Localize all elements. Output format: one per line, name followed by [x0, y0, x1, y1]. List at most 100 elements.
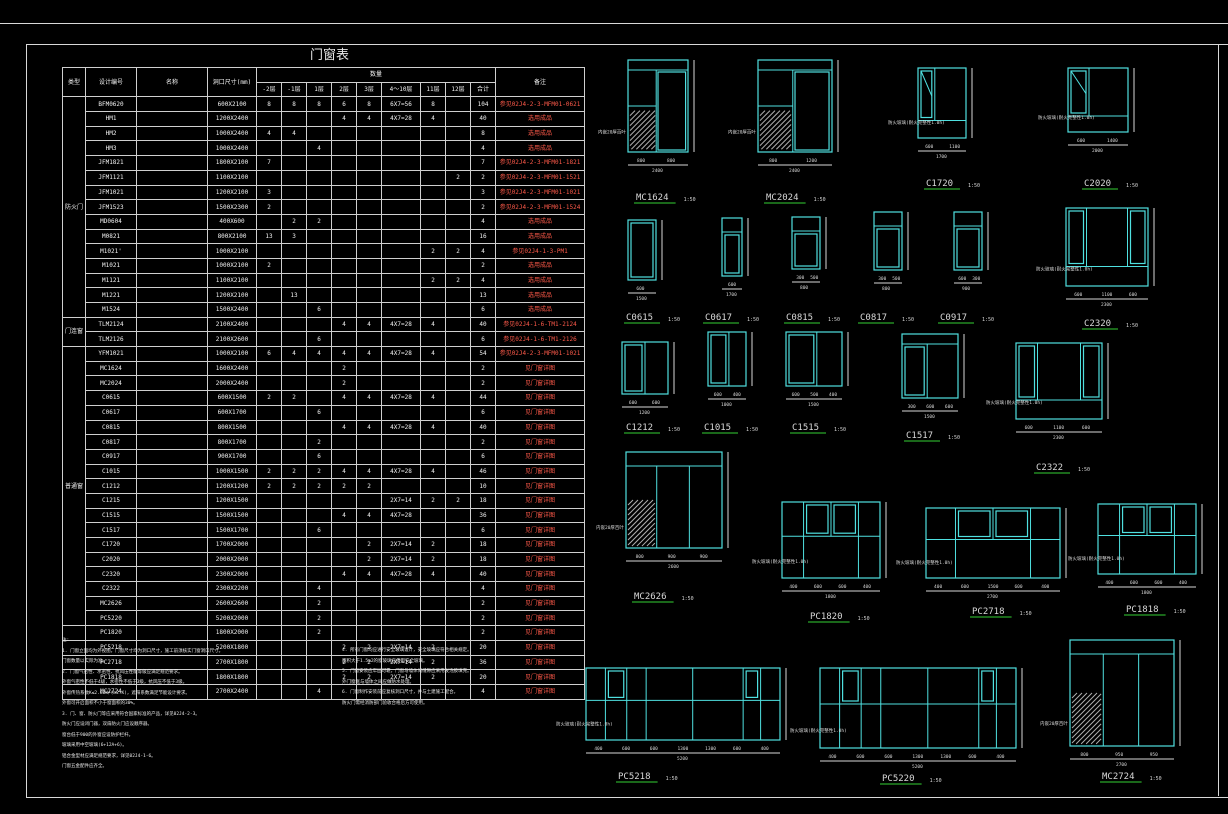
table-cell: 1100X2100 — [207, 272, 258, 289]
dim-label: 800 — [667, 158, 675, 164]
note-line: 防火门应设闭门器，双扇防火门应设顺序器。 — [62, 722, 152, 727]
note-line: 门窗五金配件应齐全。 — [62, 764, 107, 769]
table-cell: 4 — [420, 346, 447, 362]
window-outline — [625, 451, 723, 549]
note-line: 窗台低于900的外窗应设防护栏杆。 — [62, 732, 134, 738]
dim-label: 600 — [652, 400, 660, 406]
window-outline — [1069, 639, 1175, 747]
dim-label: 1100 — [1053, 425, 1064, 431]
hatch-line — [759, 110, 781, 131]
dim-label: 600 — [733, 746, 741, 752]
hatch-line — [1071, 713, 1102, 744]
elevation-code: MC2024 — [766, 193, 799, 203]
table-cell: 600X2100 — [207, 96, 258, 113]
hatch-line — [1071, 703, 1102, 734]
table-cell: C1015 — [85, 463, 138, 480]
table-cell: 1000X1500 — [207, 463, 258, 480]
table-cell: 54 — [470, 346, 497, 362]
hatch-line — [771, 129, 792, 150]
hatch-line — [627, 507, 656, 536]
window-outline — [873, 211, 903, 271]
dim-label: 600 — [1130, 580, 1138, 586]
dim-label: 500 — [810, 392, 818, 398]
table-cell: 2100X2600 — [207, 331, 258, 348]
window-outline — [791, 216, 821, 270]
sash — [745, 670, 759, 698]
window-outline — [721, 217, 743, 277]
table-cell: TLM2126 — [85, 331, 138, 348]
elevation-scale: 1:50 — [834, 427, 846, 433]
dim-label: 800 — [637, 158, 645, 164]
table-cell: 1200X2100 — [207, 287, 258, 303]
table-cell: 参见02J4-2-3-MFM01-0621 — [495, 96, 586, 113]
sash — [1070, 70, 1087, 114]
table-cell: 8 — [306, 96, 333, 113]
hatch-line — [761, 119, 792, 150]
qty-header: 合计 — [470, 81, 497, 98]
notes-left: 注: 1. 门窗立面均为外视图，门窗尺寸均为洞口尺寸，施工前须核实门窗洞口尺寸。… — [62, 636, 223, 773]
dim-total: 1000 — [721, 402, 732, 408]
hatch-line — [759, 114, 792, 146]
dim-label: 600 — [968, 754, 976, 760]
note-line: 铝合金型材应满足规范要求，详见02J4-1-6。 — [62, 753, 156, 759]
elevation-note: 内嵌20厚百叶 — [1040, 720, 1068, 727]
dim-label: 300 — [796, 275, 804, 281]
hatch-line — [1071, 692, 1088, 709]
table-cell: 1000X2100 — [207, 243, 258, 259]
dim-label: 400 — [863, 584, 871, 590]
note-line: 4. 所有门窗均应进行安全玻璃设计，安全玻璃应符合相关规定。 — [342, 648, 472, 653]
dim-label: 400 — [829, 392, 837, 398]
window-outline — [917, 67, 967, 139]
table-cell: 见门窗详图 — [495, 492, 586, 509]
hatch-line — [759, 110, 771, 121]
dim-label: 400 — [789, 584, 797, 590]
table-cell: 4X7=28 — [381, 419, 422, 436]
hatch-line — [759, 110, 786, 136]
hdr-type: 类型 — [61, 66, 87, 98]
table-cell: 选用成品 — [495, 302, 586, 318]
dim-label: 600 — [884, 754, 892, 760]
dim-label: 600 — [925, 144, 933, 150]
hatch-line — [629, 110, 656, 136]
hatch-line — [636, 527, 656, 547]
elevation-code: MC1624 — [636, 193, 669, 203]
dim-label: 900 — [700, 554, 708, 560]
notes-label: 注: — [62, 638, 70, 643]
table-cell: 见门窗详图 — [495, 434, 586, 450]
table-cell: 见门窗详图 — [495, 419, 586, 436]
table-cell: 见门窗详图 — [495, 463, 586, 480]
table-cell: MC1624 — [85, 360, 138, 377]
viewport-top-line — [0, 23, 1228, 24]
dim-label: 600 — [636, 286, 644, 292]
elevation-scale: 1:50 — [747, 317, 759, 323]
table-cell: 4 — [306, 683, 333, 700]
qty-header: 4～10层 — [381, 81, 422, 98]
dim-label: 1500 — [988, 584, 999, 590]
dim-label: 300 — [972, 276, 980, 282]
table-cell: 参见02J4-1-6-TM1-2126 — [495, 331, 586, 348]
sash — [607, 670, 625, 698]
dim-label: 600 — [1082, 425, 1090, 431]
dim-label: 600 — [714, 392, 722, 398]
window-outline — [785, 331, 843, 387]
open-line — [920, 70, 933, 97]
note-line: 外门窗框与墙体之间应做防水处理。 — [342, 679, 414, 685]
elevation-scale: 1:50 — [1126, 183, 1138, 189]
